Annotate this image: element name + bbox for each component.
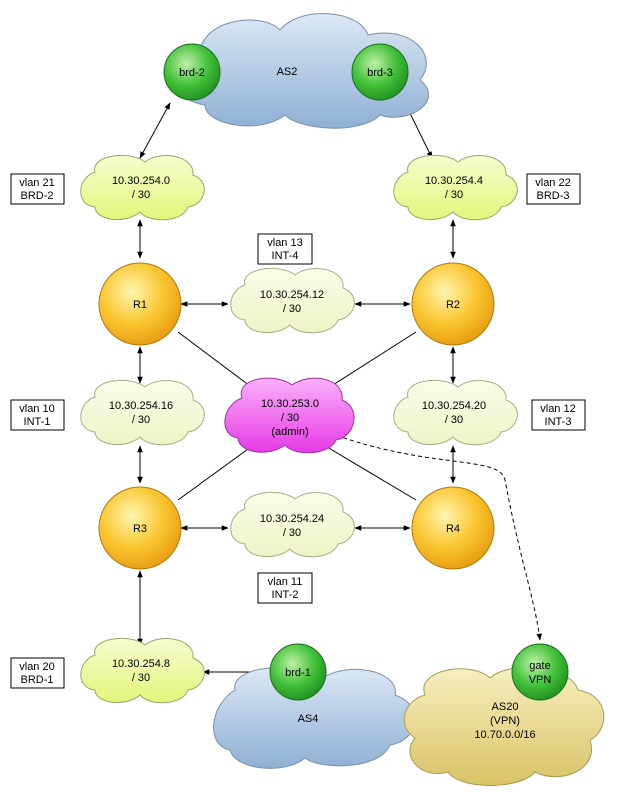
as2-cloud: AS2 [177,13,429,129]
subnet-254-20-cloud: 10.30.254.20 / 30 [393,379,518,446]
border-node-brd3[interactable]: brd-3 [351,43,409,101]
subnet-254-20-mask: / 30 [445,414,463,426]
router-r2[interactable]: R2 [411,262,495,346]
border-node-brd2[interactable]: brd-2 [163,43,221,101]
vlan-13-label: vlan 13 INT-4 [257,233,313,265]
vlan-13-name: INT-4 [272,250,299,262]
vlan-20-id: vlan 20 [19,661,54,673]
brd2-label: brd-2 [179,67,205,79]
vlan-11-label: vlan 11 INT-2 [257,572,313,604]
subnet-254-24-cloud: 10.30.254.24 / 30 [230,491,355,558]
subnet-254-0-cloud: 10.30.254.0 / 30 [80,154,205,221]
vlan-22-id: vlan 22 [535,177,570,189]
subnet-254-12-cloud: 10.30.254.12 / 30 [230,267,355,334]
vlan-12-id: vlan 12 [540,403,575,415]
subnet-253-0-mask: / 30 [281,412,299,424]
vlan-11-id: vlan 11 [268,576,303,588]
vlan-20-label: vlan 20 BRD-1 [10,657,65,689]
vlan-10-label: vlan 10 INT-1 [10,399,65,431]
link-brd2-subnet-254-0 [139,102,171,159]
subnet-254-8-cloud: 10.30.254.8 / 30 [80,637,205,704]
vlan-21-name: BRD-2 [20,190,53,202]
link-r2-admin [324,331,417,391]
vlan-21-id: vlan 21 [19,177,54,189]
subnet-253-0-address: 10.30.253.0 [261,398,319,410]
router-r3[interactable]: R3 [98,486,182,570]
subnet-254-0-mask: / 30 [132,189,150,201]
link-r3-admin [177,443,256,501]
subnet-254-24-address: 10.30.254.24 [260,513,324,525]
as20-name: AS20 [492,701,519,713]
vlan-10-name: INT-1 [24,416,51,428]
subnet-254-12-address: 10.30.254.12 [260,289,324,301]
vlan-12-name: INT-3 [545,416,572,428]
as20-cloud: AS20 (VPN) 10.70.0.0/16 [403,666,605,786]
router-r2-label: R2 [446,299,460,311]
vlan-22-label: vlan 22 BRD-3 [526,173,581,205]
gateway-vpn-node[interactable]: gate VPN [511,643,569,701]
link-r4-admin [321,443,417,501]
subnet-254-0-address: 10.30.254.0 [112,175,170,187]
as20-type: (VPN) [490,715,520,727]
vlan-10-id: vlan 10 [19,403,54,415]
subnet-254-4-mask: / 30 [445,189,463,201]
subnet-254-4-address: 10.30.254.4 [425,175,483,187]
vlan-12-label: vlan 12 INT-3 [531,399,586,431]
as4-label: AS4 [298,713,319,725]
subnet-253-0-admin-cloud: 10.30.253.0 / 30 (admin) [224,377,355,454]
link-admin-gate-vpn [329,432,542,641]
subnet-254-16-address: 10.30.254.16 [109,400,173,412]
router-r4[interactable]: R4 [411,486,495,570]
subnet-254-8-mask: / 30 [132,672,150,684]
subnet-254-16-cloud: 10.30.254.16 / 30 [80,379,205,446]
subnet-254-4-cloud: 10.30.254.4 / 30 [393,154,518,221]
vlan-22-name: BRD-3 [536,190,569,202]
brd1-label: brd-1 [285,667,311,679]
vlan-11-name: INT-2 [272,589,299,601]
as20-prefix: 10.70.0.0/16 [474,729,535,741]
vlan-20-name: BRD-1 [20,674,53,686]
router-r4-label: R4 [446,523,460,535]
router-r1-label: R1 [133,299,147,311]
vlan-21-label: vlan 21 BRD-2 [10,173,65,205]
router-r1[interactable]: R1 [98,262,182,346]
border-node-brd1[interactable]: brd-1 [269,643,327,701]
subnet-254-8-address: 10.30.254.8 [112,658,170,670]
subnet-254-20-address: 10.30.254.20 [422,400,486,412]
subnet-254-16-mask: / 30 [132,414,150,426]
brd3-label: brd-3 [367,67,393,79]
gate-label: gate [529,660,550,672]
subnet-253-0-role: (admin) [271,426,308,438]
router-r3-label: R3 [133,523,147,535]
vpn-label: VPN [529,674,552,686]
subnet-254-24-mask: / 30 [283,527,301,539]
vlan-13-id: vlan 13 [267,237,302,249]
as2-label: AS2 [277,66,298,78]
subnet-254-12-mask: / 30 [283,303,301,315]
